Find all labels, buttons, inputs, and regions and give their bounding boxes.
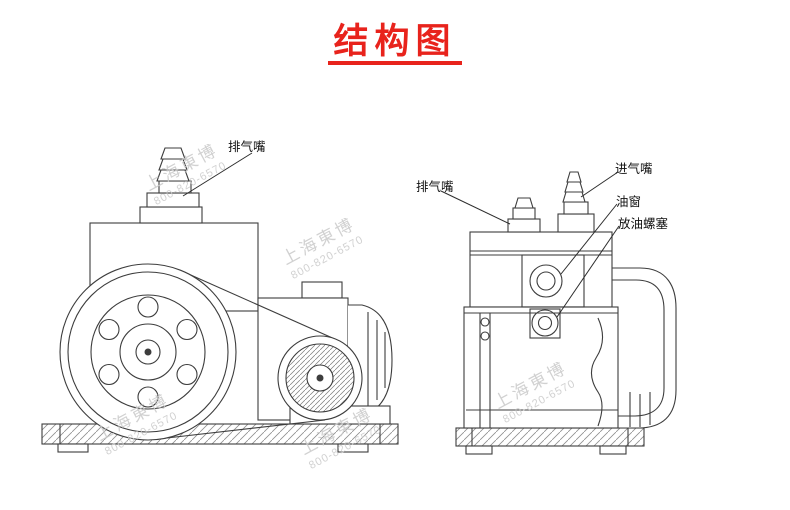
label-oil-window: 油窗 — [616, 195, 642, 209]
right-pump-body — [463, 231, 619, 429]
drive-belt — [157, 271, 338, 440]
leader-lines — [182, 152, 620, 318]
left-pump-base — [41, 423, 399, 453]
right-pump-end-view — [455, 171, 677, 455]
label-exhaust-nozzle-right: 排气嘴 — [416, 180, 454, 194]
intake-nozzle — [557, 171, 595, 233]
exhaust-nozzle-right-pump — [507, 197, 541, 233]
leader-oil-drain — [556, 225, 620, 318]
small-pulley — [277, 335, 363, 421]
left-pump-side-view — [41, 147, 399, 453]
page-title: 结构图 — [333, 22, 457, 61]
right-pump-base — [455, 427, 645, 455]
leader-intake — [580, 171, 619, 198]
exhaust-nozzle-left-pump — [139, 147, 203, 224]
handle-loop — [608, 267, 677, 429]
label-exhaust-nozzle-left: 排气嘴 — [228, 140, 266, 154]
leader-exhaust-left — [182, 152, 253, 197]
oil-window-sight-glass — [529, 264, 563, 298]
oil-drain-plug — [529, 308, 561, 339]
label-oil-drain-plug: 放油螺塞 — [618, 217, 669, 231]
title-underline — [328, 61, 462, 65]
big-pulley-wheel — [59, 263, 237, 441]
leader-oil-window — [560, 203, 618, 275]
leader-exhaust-right — [440, 190, 511, 225]
label-intake-nozzle: 进气嘴 — [615, 162, 653, 176]
